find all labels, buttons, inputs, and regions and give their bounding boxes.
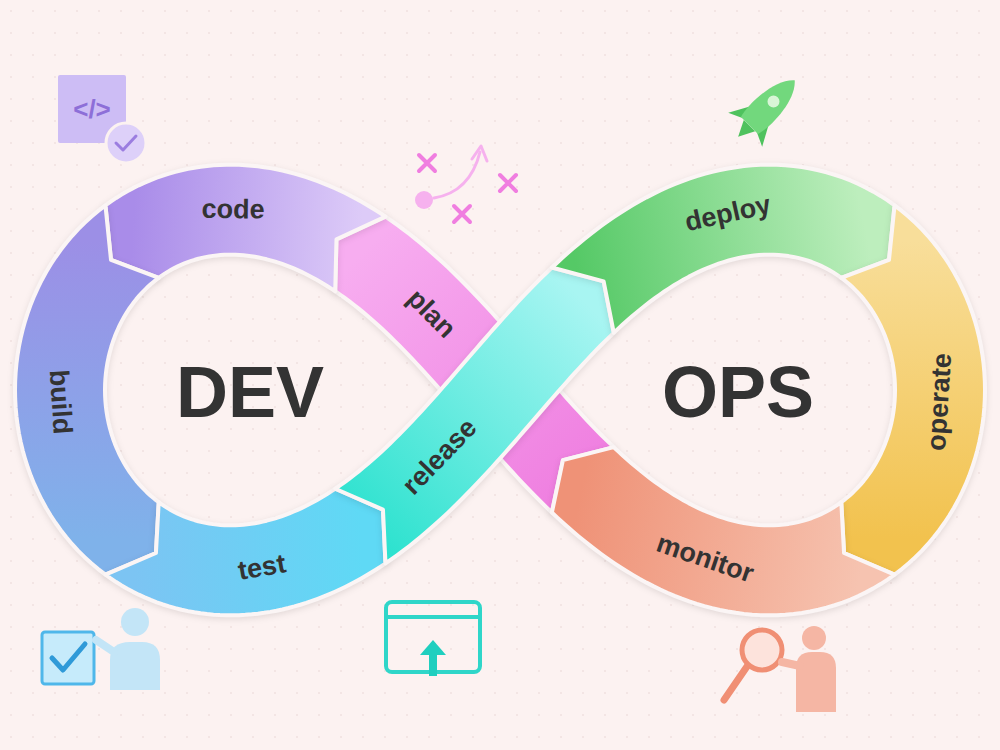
process-band: monitor [548, 444, 898, 619]
band-label: operate [922, 353, 958, 452]
band-shape [548, 161, 898, 336]
band-shape [838, 202, 988, 578]
band-outline [552, 165, 895, 333]
band-outline [552, 447, 895, 615]
process-band: operate [838, 202, 988, 578]
band-label: build [44, 369, 78, 435]
rocket-icon [721, 63, 812, 154]
band-shape [548, 444, 898, 619]
loop-label: DEV [176, 356, 324, 428]
band-outline [15, 205, 159, 574]
process-band: build [12, 202, 162, 578]
band-outline [105, 489, 385, 616]
icon-glyph: </> [73, 96, 111, 122]
band-shape [12, 202, 162, 578]
release-icon [386, 602, 480, 676]
code-icon [58, 75, 146, 163]
monitor-icon [724, 626, 836, 712]
loop-label: OPS [662, 356, 814, 428]
band-outline [841, 205, 985, 574]
plan-icon [415, 146, 516, 222]
process-band: test [102, 485, 389, 619]
band-shape [102, 485, 389, 619]
band-label: code [201, 194, 264, 224]
process-band: deploy [548, 161, 898, 336]
test-icon [42, 608, 160, 690]
